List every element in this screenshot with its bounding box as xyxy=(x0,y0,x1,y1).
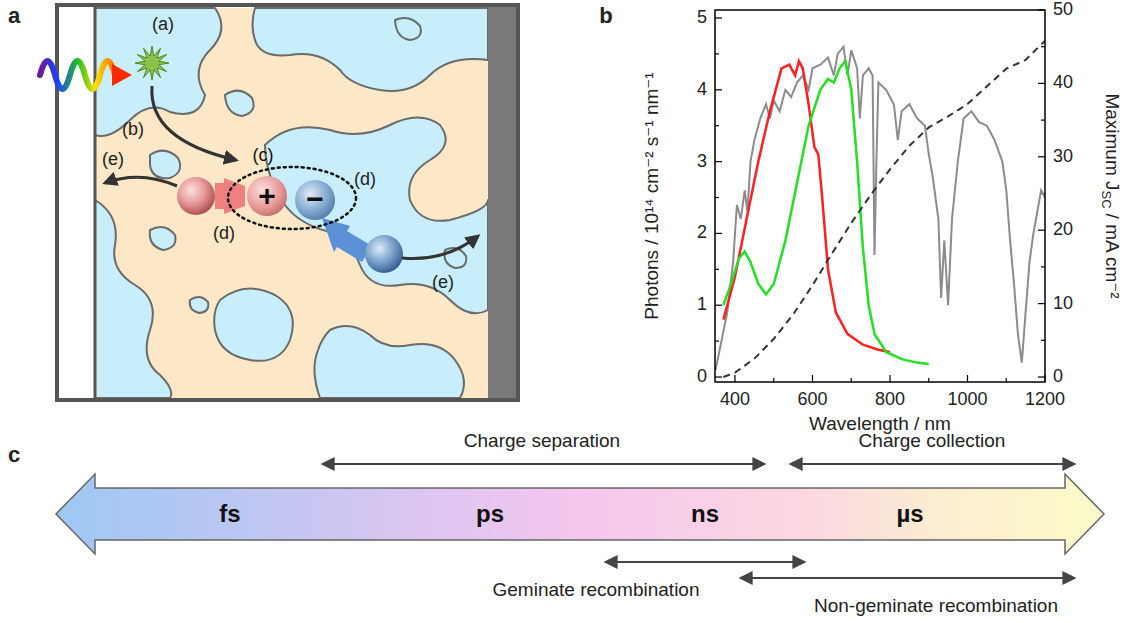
axis-title: / mA cm⁻² xyxy=(1102,214,1123,299)
tick-label: 800 xyxy=(875,390,905,410)
dotted-ellipse xyxy=(225,146,359,232)
tick-label: 0 xyxy=(697,367,707,387)
tick-label: 10 xyxy=(1053,294,1073,314)
tick-label: 50 xyxy=(1053,0,1073,20)
charge-sign: + xyxy=(258,181,276,211)
timescale-arrow-shape xyxy=(55,473,1105,555)
tick-label: 30 xyxy=(1053,147,1073,167)
timescale-arrow: fs ps ns µs xyxy=(55,473,1105,555)
tick-label: 20 xyxy=(1053,220,1073,240)
axis-title: Maximum J xyxy=(1102,93,1123,190)
tick-label: 4 xyxy=(697,80,707,100)
timescale-unit: fs xyxy=(219,502,240,526)
tick-label: 40 xyxy=(1053,73,1073,93)
charge-pair-ellipse: (c) +− xyxy=(225,146,359,232)
panel-letter: a xyxy=(8,4,20,28)
charge-sign: − xyxy=(306,184,324,214)
callout-label: (a) xyxy=(152,15,174,35)
tick-label: 0 xyxy=(1053,367,1063,387)
tick-label: 400 xyxy=(720,390,750,410)
axis-title-group: Maximum JSC / mA cm⁻² xyxy=(1098,93,1121,298)
range-label: Charge separation xyxy=(464,431,620,452)
tick-label: 3 xyxy=(697,152,707,172)
callout-label: (b) xyxy=(122,120,144,140)
tick-label: 1000 xyxy=(947,390,987,410)
range-label: Non-geminate recombination xyxy=(814,596,1058,617)
panel-letter: c xyxy=(8,443,20,467)
callout-label: (e) xyxy=(432,273,454,293)
range-label: Charge collection xyxy=(859,431,1006,452)
tick-label: 1 xyxy=(697,295,707,315)
electron-sphere: − xyxy=(295,180,335,220)
callout-label: (e) xyxy=(102,150,124,170)
tick-label: 1200 xyxy=(1025,390,1065,410)
timescale-unit: ns xyxy=(691,502,719,526)
axis-title: Photons / 10¹⁴ cm⁻² s⁻¹ nm⁻¹ xyxy=(642,72,663,319)
tick-label: 2 xyxy=(697,223,707,243)
range-label: Geminate recombination xyxy=(493,580,700,601)
axis-subscript: SC xyxy=(1099,191,1114,209)
callout-label: (d) xyxy=(213,224,235,244)
callout-label: (d) xyxy=(354,170,376,190)
hole-sphere: + xyxy=(247,176,287,216)
timescale-unit: ps xyxy=(476,502,504,526)
timescale-unit: µs xyxy=(896,502,923,526)
callout-label: (c) xyxy=(253,146,274,164)
tick-label: 5 xyxy=(697,8,707,28)
tick-label: 600 xyxy=(797,390,827,410)
panel-letter: b xyxy=(599,4,612,28)
